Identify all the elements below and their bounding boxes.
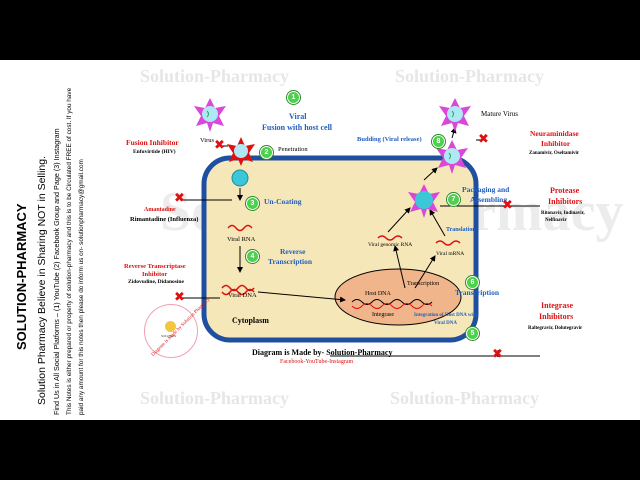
label-reverse-transcription-2: Transcription — [268, 257, 313, 266]
label-uncoating: Un-Coating — [264, 197, 302, 206]
rti-title: Reverse Transcriptase — [124, 263, 186, 270]
neuraminidase-title-2: Inhibitor — [541, 139, 571, 148]
nucleus — [334, 268, 462, 326]
rti-title-2: Inhibitor — [142, 271, 168, 278]
amantadine-block-icon: ✖ — [174, 191, 185, 206]
label-viral-dna: Viral DNA — [228, 292, 257, 299]
label-viral-rna: Viral RNA — [227, 236, 256, 243]
label-integration: Integration of Host DNA with — [414, 313, 478, 318]
virus-icon-fusing — [227, 137, 255, 166]
viral-rna-strand — [227, 224, 253, 232]
label-penetration: Penetration — [278, 146, 308, 153]
integrase-title-2: Inhibitors — [539, 312, 574, 321]
watermark-bottom-right: Solution-Pharmacy — [390, 388, 540, 408]
label-viral-mrna: Viral mRNA — [436, 251, 465, 257]
protease-drug: Ritonavir, Indinavir, — [541, 211, 585, 216]
label-viral-fusion-2: Fusion with host cell — [262, 123, 333, 132]
integrase-drug: Raltegravir, Dolutegravir — [528, 326, 583, 331]
rti-drug: Zidovudine, Didanosine — [128, 279, 184, 285]
protease-block-icon: ✖ — [502, 198, 513, 213]
label-reverse-transcription: Reverse — [280, 247, 306, 256]
footer-platforms: Facebook-YouTube-Instagram — [280, 359, 354, 365]
label-integrase: Integrase — [372, 312, 394, 318]
label-cytoplasm: Cytoplasm — [232, 316, 269, 325]
amantadine-drug: Rimantadine (Influenza) — [130, 216, 199, 223]
virus-icon-mature — [439, 98, 471, 132]
lightbulb-icon — [165, 321, 176, 332]
label-mature-virus: Mature Virus — [481, 110, 518, 118]
neuraminidase-drug: Zanamivir, Oseltamivir — [529, 151, 580, 156]
protease-title: Protease — [550, 186, 580, 195]
neuraminidase-title: Neuraminidase — [530, 129, 579, 138]
viral-genomic-rna-strand — [377, 235, 403, 241]
protease-title-2: Inhibitors — [548, 197, 583, 206]
diagram-frame: Solution-Pharmacy Solution-Pharmacy Solu… — [0, 60, 640, 420]
fusion-inhibitor-drug: Enfuvirtide (HIV) — [133, 149, 176, 155]
step-2-badge: 2 — [260, 146, 273, 159]
step-5-badge: 5 — [466, 327, 479, 340]
fusion-inhibitor-block-icon: ✖ — [214, 138, 225, 153]
label-virus: Virus — [200, 137, 215, 144]
virus-icon-top — [194, 98, 226, 132]
step-7-badge: 7 — [447, 193, 460, 206]
label-packaging: Packaging and — [462, 185, 510, 194]
integrase-title: Integrase — [541, 301, 573, 310]
step-1-badge: 1 — [287, 91, 300, 104]
virus-icon-assembling — [408, 184, 440, 218]
virus-icon-budding — [436, 140, 468, 174]
step-3-badge: 3 — [246, 197, 259, 210]
label-transcription-small: Transcription — [407, 281, 440, 287]
integrase-block-icon: ✖ — [492, 347, 503, 362]
label-viral-fusion: Viral — [289, 112, 307, 121]
lifecycle-graphics — [180, 98, 540, 357]
label-viral-genomic-rna: Viral genomic RNA — [368, 242, 413, 248]
seal-label: SOLUTION — [161, 334, 176, 338]
step-6-badge: 6 — [466, 276, 479, 289]
step-4-badge: 4 — [246, 250, 259, 263]
viral-mrna-strand — [435, 240, 461, 246]
rti-block-icon: ✖ — [174, 290, 185, 305]
solution-pharmacy-seal: Diagram is Made by Solution Pharmacy SOL… — [144, 297, 211, 358]
watermark-top-right: Solution-Pharmacy — [395, 66, 545, 86]
step-8-badge: 8 — [432, 135, 445, 148]
label-transcription: Transcription — [455, 288, 500, 297]
fusion-inhibitor-title: Fusion Inhibitor — [126, 138, 179, 147]
label-budding: Budding (Viral release) — [357, 136, 422, 143]
label-translation: Translation — [446, 227, 476, 233]
watermark-bottom: Solution-Pharmacy — [140, 388, 290, 408]
virus-icon-uncoating — [231, 169, 249, 187]
protease-drug-2: Nelfinavir — [545, 218, 567, 223]
footer-made-by: Diagram is Made by- Solution-Pharmacy — [252, 348, 393, 357]
neuraminidase-block-icon: ✖ — [478, 132, 489, 147]
label-host-dna: Host DNA — [365, 291, 391, 297]
label-integration-2: Viral DNA — [434, 321, 458, 326]
label-packaging-2: Assembling — [470, 195, 508, 204]
amantadine-title: Amantadine — [144, 207, 176, 213]
watermark-top: Solution-Pharmacy — [140, 66, 290, 86]
